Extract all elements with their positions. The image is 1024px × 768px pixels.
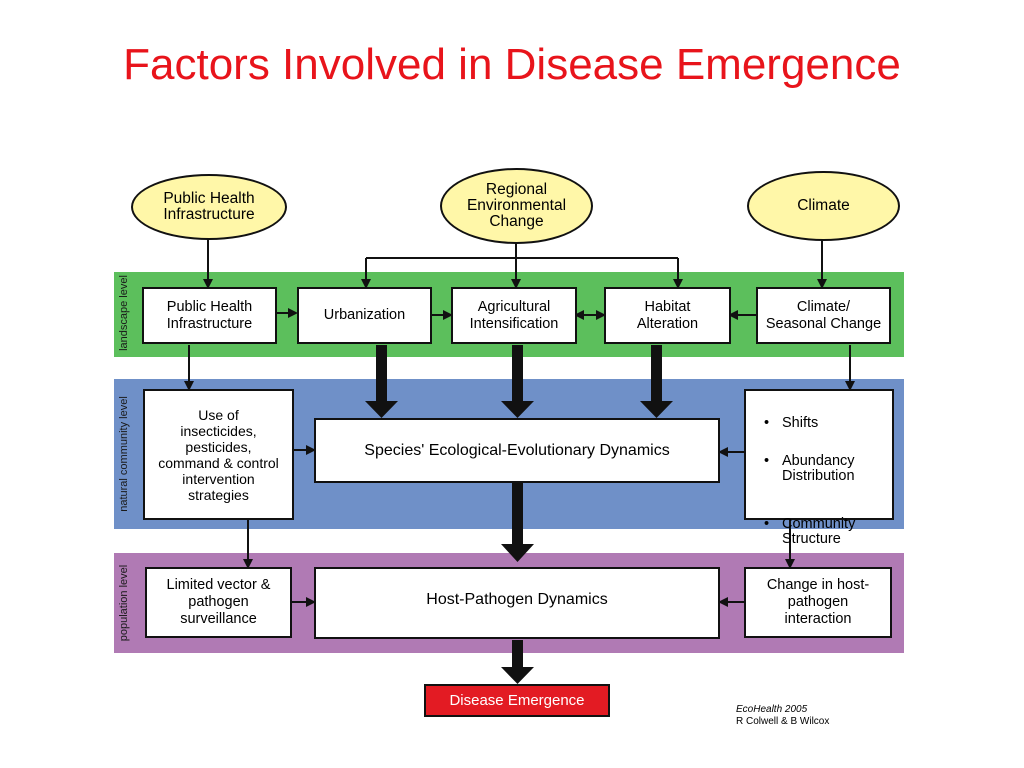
climate-seasonal-change-box: Climate/ Seasonal Change (756, 287, 891, 344)
use-of-insecticides-box: Use of insecticides, pesticides, command… (143, 389, 294, 520)
species-dynamics-box: Species' Ecological-Evolutionary Dynamic… (314, 418, 720, 483)
urbanization-box: Urbanization (297, 287, 432, 344)
host-pathogen-dynamics-box: Host-Pathogen Dynamics (314, 567, 720, 639)
limited-surveillance-box: Limited vector & pathogen surveillance (145, 567, 292, 638)
habitat-alteration-box: Habitat Alteration (604, 287, 731, 344)
public-health-infrastructure-box: Public Health Infrastructure (142, 287, 277, 344)
bullet-shifts: Shifts (764, 416, 855, 432)
agricultural-intensification-box: Agricultural Intensification (451, 287, 577, 344)
bullet-abundancy-distribution: Abundancy Distribution (764, 454, 855, 484)
regional-environmental-change-oval: Regional Environmental Change (440, 168, 593, 244)
citation-authors: R Colwell & B Wilcox (736, 716, 830, 727)
public-health-driver-oval: Public Health Infrastructure (131, 174, 287, 240)
citation: EcoHealth 2005 R Colwell & B Wilcox (736, 704, 829, 728)
change-in-host-pathogen-box: Change in host- pathogen interaction (744, 567, 892, 638)
bullet-community-structure: Community Structure (764, 517, 855, 547)
shifts-box: Shifts Abundancy Distribution Community … (744, 389, 894, 547)
disease-emergence-box: Disease Emergence (424, 684, 610, 717)
climate-driver-oval: Climate (747, 171, 900, 241)
citation-source: EcoHealth 2005 (736, 704, 808, 715)
page-title: Factors Involved in Disease Emergence (123, 40, 901, 89)
